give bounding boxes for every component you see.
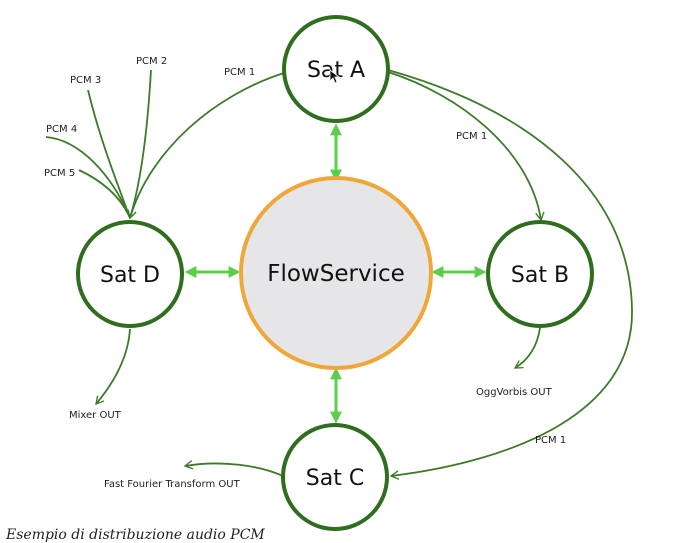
links [184,123,487,424]
edge-label-pcm1-top: PCM 1 [224,67,255,78]
flow-b-to-ogg-out [513,327,541,369]
flows [45,69,633,480]
sat-b-label: Sat B [511,263,569,288]
edge-label-ogg-out: OggVorbis OUT [476,387,553,398]
flow-pcm2-to-d [129,69,152,219]
sat-d-node: Sat D [76,220,184,328]
flow-pcm1-a-to-d [127,72,285,220]
sat-c-circle [281,423,389,531]
sat-a-circle [282,15,390,123]
edge-label-mixer-out: Mixer OUT [69,410,122,421]
flow-d-to-mixer-out [95,328,131,406]
sat-b-circle [486,220,594,328]
sat-a-node: Sat A [282,15,390,123]
figure-caption: Esempio di distribuzione audio PCM [6,527,265,543]
sat-d-label: Sat D [100,263,160,288]
sat-c-label: Sat C [306,466,364,491]
edge-label-pcm5: PCM 5 [44,168,75,179]
sat-c-node: Sat C [281,423,389,531]
flowservice-circle [239,176,433,370]
edge-label-pcm3: PCM 3 [70,75,101,86]
flow-pcm4-to-d [45,136,131,219]
flow-pcm3-to-d [87,89,131,219]
flow-c-to-fft-out [183,460,286,478]
sat-d-circle [76,220,184,328]
mouse-pointer-icon [329,69,341,84]
edge-label-pcm4: PCM 4 [46,124,77,135]
flow-pcm1-a-to-b [387,71,545,222]
edge-labels: PCM 1 PCM 2 PCM 3 PCM 4 PCM 5 PCM 1 PCM … [44,56,566,490]
edge-label-pcm1-ac: PCM 1 [535,435,566,446]
edge-label-fft-out: Fast Fourier Transform OUT [104,479,241,490]
edge-label-pcm2: PCM 2 [136,56,167,67]
flow-pcm5-to-d [78,169,131,219]
sat-b-node: Sat B [486,220,594,328]
flowservice-label: FlowService [267,261,405,287]
flowservice-node: FlowService [239,176,433,370]
flow-pcm1-a-to-c [387,69,633,480]
edge-label-pcm1-ab: PCM 1 [456,131,487,142]
